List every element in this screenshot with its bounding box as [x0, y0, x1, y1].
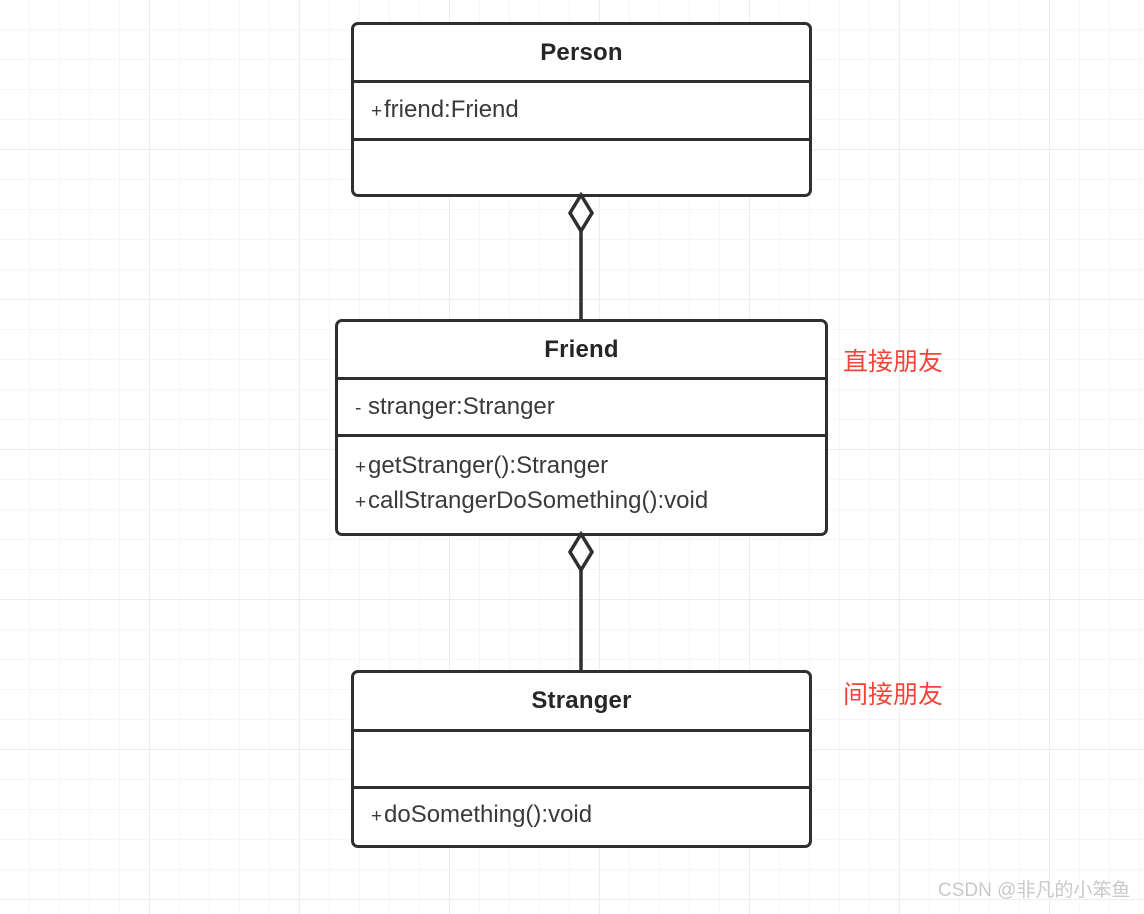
- attributes-compartment-friend: -stranger:Stranger: [338, 377, 825, 434]
- aggregation-connector-friend-stranger: [567, 530, 595, 676]
- visibility-marker: -: [355, 397, 362, 419]
- class-name-friend: Friend: [544, 335, 619, 363]
- annotation-direct-friend: 直接朋友: [843, 348, 944, 376]
- hollow-diamond-icon: [567, 530, 595, 574]
- method-row: +doSomething():void: [371, 798, 809, 833]
- watermark: CSDN @非凡的小笨鱼: [938, 880, 1131, 901]
- attribute-row: +friend:Friend: [371, 93, 809, 128]
- method-label: getStranger():Stranger: [368, 451, 609, 479]
- visibility-marker: +: [355, 456, 367, 478]
- aggregation-connector-person-friend: [567, 191, 595, 325]
- attribute-label: friend:Friend: [384, 96, 519, 123]
- method-label: callStrangerDoSomething():void: [368, 486, 709, 514]
- methods-compartment-friend: +getStranger():Stranger +callStrangerDoS…: [338, 434, 825, 530]
- methods-compartment-person: [354, 138, 809, 191]
- attributes-compartment-stranger: [354, 729, 809, 786]
- hollow-diamond-icon: [567, 191, 595, 235]
- class-name-stranger: Stranger: [531, 687, 632, 714]
- method-label: doSomething():void: [384, 801, 593, 828]
- uml-class-stranger[interactable]: Stranger +doSomething():void: [351, 670, 812, 848]
- class-name-person: Person: [540, 38, 623, 66]
- uml-class-person[interactable]: Person +friend:Friend: [351, 22, 812, 197]
- annotation-indirect-friend: 间接朋友: [843, 681, 944, 709]
- methods-compartment-stranger: +doSomething():void: [354, 786, 809, 842]
- visibility-marker: +: [371, 806, 383, 827]
- attribute-row: -stranger:Stranger: [355, 390, 825, 425]
- uml-class-friend[interactable]: Friend -stranger:Stranger +getStranger()…: [335, 319, 828, 536]
- attribute-label: stranger:Stranger: [368, 392, 555, 420]
- visibility-marker: +: [355, 491, 367, 513]
- method-row: +callStrangerDoSomething():void: [355, 484, 825, 519]
- attributes-compartment-person: +friend:Friend: [354, 80, 809, 138]
- method-row: +getStranger():Stranger: [355, 449, 825, 484]
- visibility-marker: +: [371, 101, 383, 122]
